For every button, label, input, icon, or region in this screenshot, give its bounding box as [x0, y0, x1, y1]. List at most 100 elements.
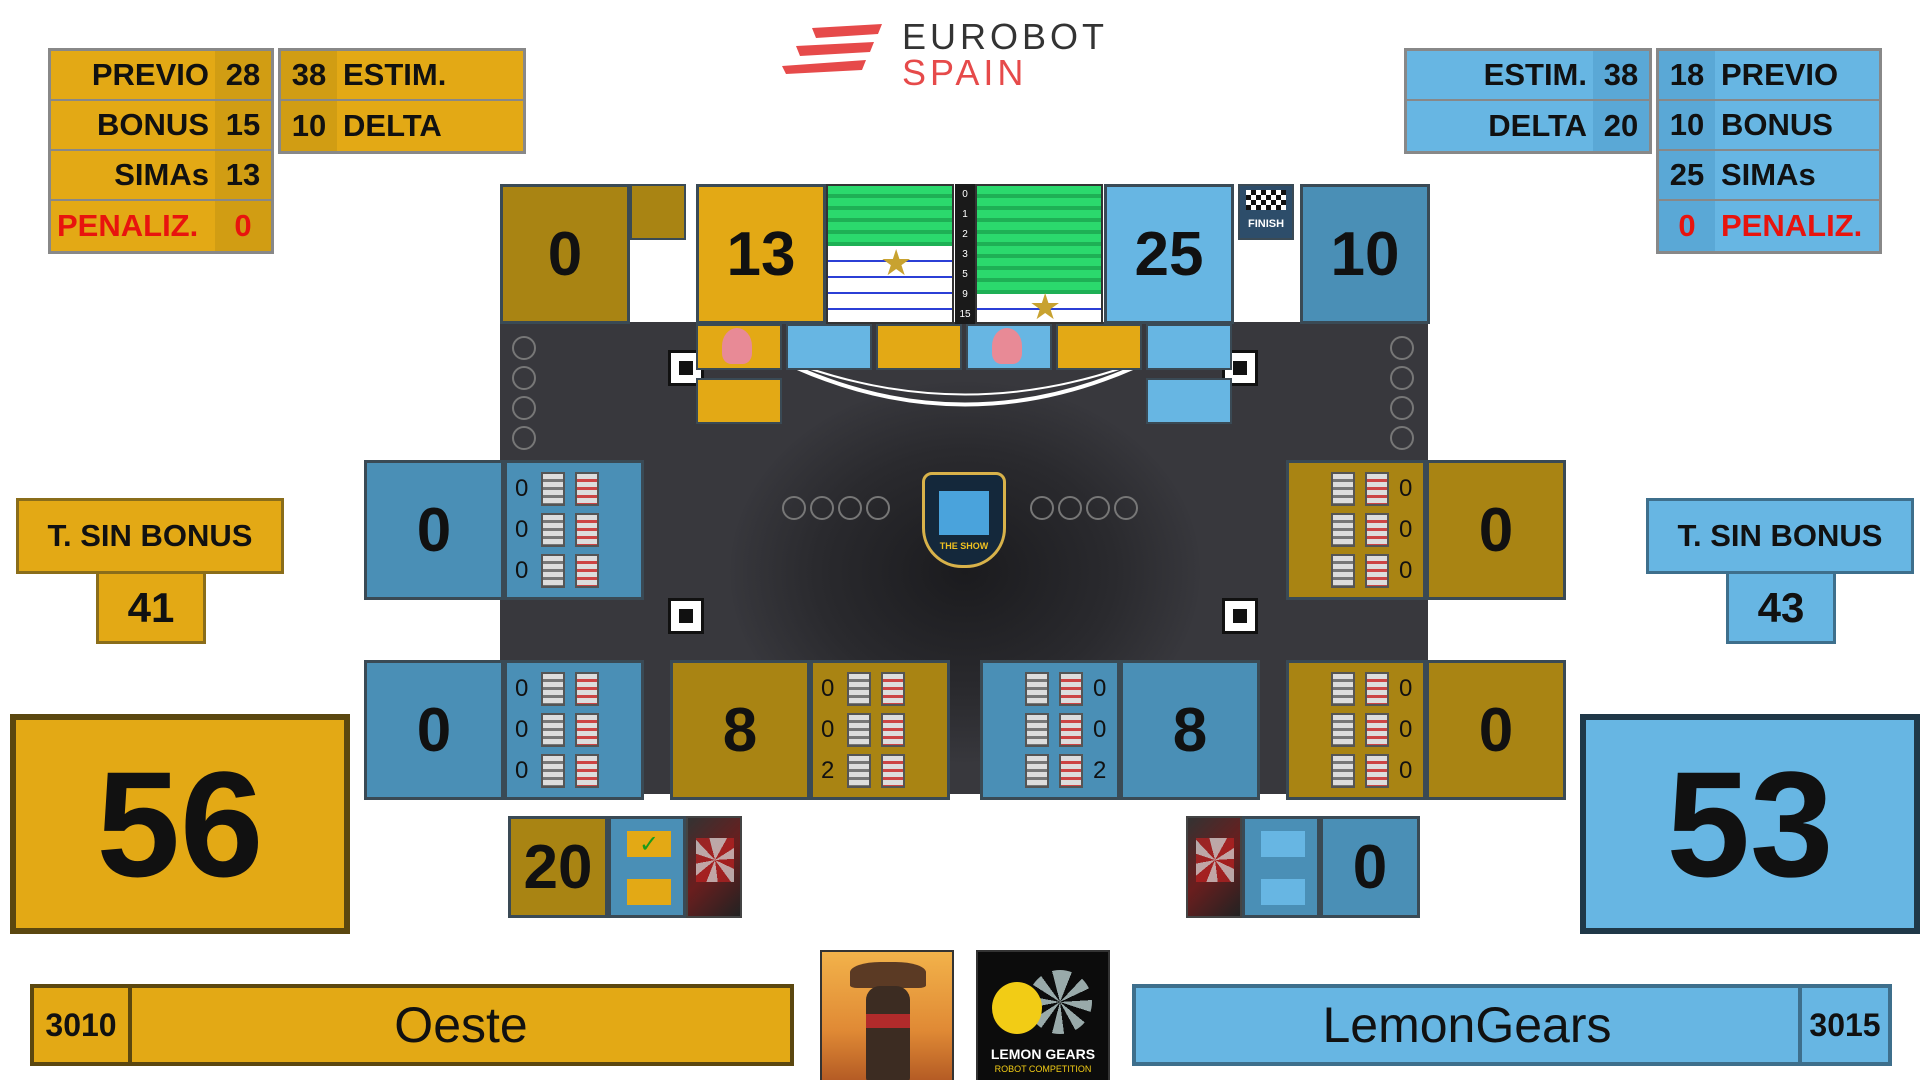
can-icon [881, 753, 905, 788]
shelf-count: 0 [1399, 715, 1413, 743]
shelf-row: 0 [515, 669, 633, 709]
can-icon [541, 712, 565, 747]
arena-ring [866, 496, 890, 520]
right-team-name: LemonGears [1322, 997, 1612, 1053]
eurobot-swoosh-icon [782, 24, 882, 74]
arena-ring [1114, 496, 1138, 520]
can-icon [881, 672, 905, 707]
left-previo-value: 28 [215, 51, 271, 99]
arena-ring [782, 496, 806, 520]
progress-scale: 0 1 2 3 5 9 15 [955, 184, 975, 324]
right-bonus-label: BONUS [1721, 107, 1833, 142]
strip-gold [876, 324, 962, 370]
can-icon [1331, 712, 1355, 747]
shelf-count: 0 [515, 515, 529, 543]
arena-ring [1058, 496, 1082, 520]
can-icon [1331, 512, 1355, 547]
right-penal-value: 0 [1659, 201, 1715, 251]
shelf-count: 0 [515, 556, 529, 584]
finish-flag-icon: FINISH [1238, 184, 1294, 240]
left-simas-label: SIMAs [114, 157, 209, 192]
left-delta-label: DELTA [343, 108, 442, 143]
left-shelves-center: 0 0 2 [810, 660, 950, 800]
right-delta-value: 20 [1593, 101, 1649, 151]
aruco-marker-icon [1222, 598, 1258, 634]
can-icon [575, 472, 599, 507]
right-flag-panel: ★ [975, 184, 1103, 327]
can-icon [541, 672, 565, 707]
lemon-icon [992, 982, 1042, 1034]
poster-burst [1196, 838, 1234, 882]
left-total-score: 56 [10, 714, 350, 934]
right-simas-label: SIMAs [1721, 157, 1816, 192]
right-team-bar: LemonGears 3015 [1132, 984, 1892, 1066]
right-stats-table: 18 PREVIO 10 BONUS 25 SIMAs 0 PENALIZ. [1656, 48, 1882, 254]
left-bottom-center-score: 8 [670, 660, 810, 800]
left-shelves-upper: 0 0 0 [504, 460, 644, 600]
shelf-row: 0 [515, 751, 633, 791]
lemon-logo-line1: LEMON GEARS [990, 1046, 1096, 1062]
shelf-row: 0 [1297, 669, 1415, 709]
shelf-count: 0 [515, 715, 529, 743]
left-side-box-lower: 0 [364, 660, 504, 800]
shelf-count: 0 [515, 675, 529, 703]
can-icon [1331, 553, 1355, 588]
can-icon [541, 472, 565, 507]
robot-icon [992, 328, 1022, 364]
shelf-row: 0 [1297, 710, 1415, 750]
can-icon [575, 672, 599, 707]
shelf-row: 0 [1297, 510, 1415, 550]
shelf-row: 0 [1297, 551, 1415, 591]
shelf-row: 0 [991, 710, 1109, 750]
can-icon [1059, 753, 1083, 788]
right-bonus-value: 10 [1659, 101, 1715, 149]
shelf-count: 0 [515, 475, 529, 503]
arena-ring [512, 366, 536, 390]
scale-tick: 9 [962, 288, 968, 300]
left-delta-value: 10 [281, 101, 337, 151]
left-top-score-a: 0 [500, 184, 630, 324]
right-side-box-lower: 0 [1426, 660, 1566, 800]
can-icon [1365, 712, 1389, 747]
can-icon [575, 712, 599, 747]
right-top-score-b: 10 [1300, 184, 1430, 324]
cowboy-hat-icon [850, 962, 926, 988]
arena-ring [1390, 426, 1414, 450]
right-sin-bonus-label: T. SIN BONUS [1646, 498, 1914, 574]
left-team-number: 3010 [34, 988, 132, 1062]
left-penal-value: 0 [215, 201, 271, 251]
can-icon [847, 753, 871, 788]
left-simas-value: 13 [215, 151, 271, 199]
scale-tick: 2 [962, 228, 968, 240]
star-icon: ★ [1029, 286, 1062, 327]
left-flag-green [828, 186, 952, 246]
shelf-row: 0 [821, 710, 939, 750]
left-sin-bonus-value: 41 [96, 574, 206, 644]
left-estim-table: 38 ESTIM. 10 DELTA [278, 48, 526, 154]
arena-ring [1390, 396, 1414, 420]
can-icon [575, 753, 599, 788]
left-flag-panel: ★ [826, 184, 954, 324]
left-shelves-lower: 0 0 0 [504, 660, 644, 800]
can-icon [847, 712, 871, 747]
right-team-number: 3015 [1798, 988, 1888, 1062]
left-top-small-box [630, 184, 686, 240]
left-stats-table: PREVIO 28 BONUS 15 SIMAs 13 PENALIZ. 0 [48, 48, 274, 254]
arena-ring [1390, 366, 1414, 390]
can-icon [541, 753, 565, 788]
logo-line2: SPAIN [902, 52, 1028, 93]
finish-label: FINISH [1247, 218, 1285, 230]
right-previo-value: 18 [1659, 51, 1715, 99]
can-icon [1365, 553, 1389, 588]
can-icon [1365, 472, 1389, 507]
shelf-count: 0 [1399, 675, 1413, 703]
arena-ring [512, 426, 536, 450]
can-icon [881, 712, 905, 747]
left-side-box-upper: 0 [364, 460, 504, 600]
right-estim-table: ESTIM. 38 DELTA 20 [1404, 48, 1652, 154]
shelf-count: 0 [1093, 675, 1107, 703]
cowboy-body-icon [866, 986, 910, 1080]
arena-ring [810, 496, 834, 520]
left-team-name: Oeste [394, 997, 528, 1053]
